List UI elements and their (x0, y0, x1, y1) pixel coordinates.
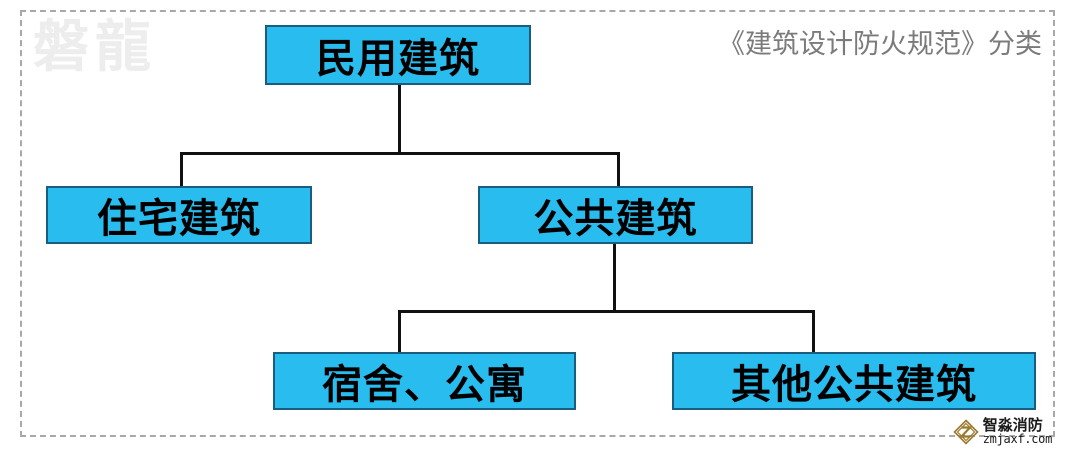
connector-public-drop (613, 244, 616, 313)
dashed-frame-border (20, 10, 1055, 437)
node-civil-building[interactable]: 民用建筑 (265, 25, 531, 85)
diagram-caption: 《建筑设计防火规范》分类 (718, 29, 1042, 60)
brand-diamond-icon (953, 418, 979, 445)
brand-text-block: 智淼消防 zmjaxf.com (982, 416, 1053, 446)
connector-level1-bar (180, 152, 620, 155)
brand-name: 智淼消防 (982, 416, 1043, 434)
connector-level2-bar (398, 310, 815, 313)
connector-to-public (617, 152, 620, 188)
brand-logo: 智淼消防 zmjaxf.com (953, 418, 1052, 445)
connector-to-other-public (812, 310, 815, 354)
connector-to-dormitory (398, 310, 401, 354)
brand-url: zmjaxf.com (982, 432, 1053, 446)
node-dormitory-apartment[interactable]: 宿舍、公寓 (273, 352, 576, 410)
connector-to-residential (180, 152, 183, 188)
connector-root-drop (398, 85, 401, 154)
node-residential-building[interactable]: 住宅建筑 (46, 186, 312, 244)
watermark-logo-text: 磐龍 (33, 14, 157, 80)
node-public-building[interactable]: 公共建筑 (478, 186, 753, 244)
node-other-public-building[interactable]: 其他公共建筑 (672, 352, 1036, 410)
